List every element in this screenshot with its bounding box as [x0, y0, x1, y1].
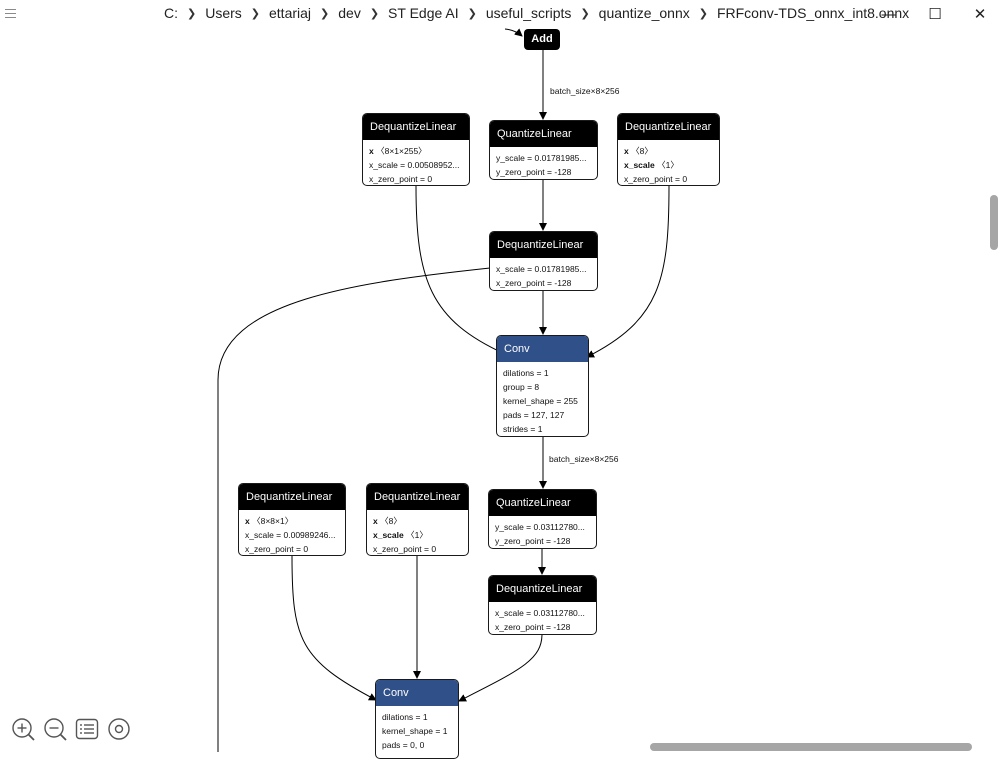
- node-attr-dilations: dilations = 1: [382, 712, 428, 722]
- target-icon[interactable]: [106, 716, 132, 742]
- node-dequantize-linear[interactable]: DequantizeLinear x 〈8〉 x_scale 〈1〉 x_zer…: [617, 113, 720, 186]
- node-attr-scale: x_scale = 0.03112780...: [495, 608, 585, 618]
- node-attr-scale: x_scale = 0.01781985...: [496, 264, 587, 274]
- node-attr-x: x 〈8×8×1〉: [245, 516, 294, 526]
- node-quantize-linear[interactable]: QuantizeLinear y_scale = 0.03112780... y…: [488, 489, 597, 549]
- zoom-in-icon[interactable]: [10, 716, 36, 742]
- node-dequantize-linear[interactable]: DequantizeLinear x_scale = 0.01781985...…: [489, 231, 598, 291]
- node-dequantize-linear[interactable]: DequantizeLinear x 〈8×1×255〉 x_scale = 0…: [362, 113, 470, 186]
- node-title: DequantizeLinear: [367, 484, 468, 510]
- node-attr-zero: x_zero_point = 0: [245, 544, 309, 554]
- node-conv[interactable]: Conv dilations = 1 group = 8 kernel_shap…: [496, 335, 589, 437]
- edge: [415, 185, 506, 355]
- node-title: DequantizeLinear: [618, 114, 719, 140]
- node-attr-scale: x_scale 〈1〉: [373, 530, 428, 540]
- minimize-button[interactable]: —: [881, 5, 897, 23]
- node-dequantize-linear[interactable]: DequantizeLinear x 〈8×8×1〉 x_scale = 0.0…: [238, 483, 346, 556]
- breadcrumb-item[interactable]: quantize_onnx: [598, 5, 690, 21]
- node-attr-x: x 〈8〉: [373, 516, 402, 526]
- node-attr-pads: pads = 127, 127: [503, 410, 565, 420]
- node-attr-zero: x_zero_point = 0: [373, 544, 437, 554]
- chevron-right-icon: ❯: [369, 8, 380, 20]
- zoom-toolbar: [10, 716, 132, 742]
- node-attr-zero: y_zero_point = -128: [496, 167, 572, 177]
- node-title: QuantizeLinear: [489, 490, 596, 516]
- horizontal-scrollbar[interactable]: [650, 743, 972, 751]
- title-bar: C: ❯ Users ❯ ettariaj ❯ dev ❯ ST Edge AI ❯ useful_…: [0, 0, 999, 28]
- edge: [458, 633, 543, 702]
- close-button[interactable]: ✕: [973, 6, 987, 23]
- node-attr-pads: pads = 0, 0: [382, 740, 425, 750]
- chevron-right-icon: ❯: [187, 8, 197, 20]
- breadcrumb-item[interactable]: ST Edge AI: [388, 5, 459, 21]
- node-attr-zero: x_zero_point = -128: [495, 622, 571, 632]
- breadcrumb-item[interactable]: dev: [338, 5, 361, 21]
- node-title: Conv: [497, 336, 588, 362]
- chevron-right-icon: ❯: [467, 8, 477, 20]
- menu-icon[interactable]: [5, 9, 16, 20]
- list-icon[interactable]: [74, 716, 100, 742]
- edge: [586, 185, 670, 358]
- node-title: DequantizeLinear: [363, 114, 469, 140]
- breadcrumb: C: ❯ Users ❯ ettariaj ❯ dev ❯ ST Edge AI ❯ useful_…: [164, 5, 909, 21]
- node-title: DequantizeLinear: [490, 232, 597, 258]
- maximize-button[interactable]: ☐: [928, 6, 942, 23]
- node-attr-x: x 〈8〉: [624, 146, 653, 156]
- edge-label: batch_size×8×256: [549, 454, 619, 464]
- node-title: DequantizeLinear: [239, 484, 345, 510]
- node-attr-scale: y_scale = 0.01781985...: [496, 153, 587, 163]
- node-title: QuantizeLinear: [490, 121, 597, 147]
- node-quantize-linear[interactable]: QuantizeLinear y_scale = 0.01781985... y…: [489, 120, 598, 180]
- node-attr-scale: x_scale = 0.00989246...: [245, 530, 336, 540]
- node-attr-zero: y_zero_point = -128: [495, 536, 571, 546]
- node-conv[interactable]: Conv dilations = 1 kernel_shape = 1 pads…: [375, 679, 459, 759]
- node-dequantize-linear[interactable]: DequantizeLinear x 〈8〉 x_scale 〈1〉 x_zer…: [366, 483, 469, 556]
- breadcrumb-item[interactable]: C:: [164, 5, 178, 21]
- breadcrumb-item[interactable]: useful_scripts: [485, 5, 572, 21]
- add-node[interactable]: Add: [524, 29, 560, 50]
- node-title: Conv: [376, 680, 458, 706]
- node-attr-scale: x_scale = 0.00508952...: [369, 160, 460, 170]
- chevron-right-icon: ❯: [250, 8, 260, 20]
- edge: [504, 28, 523, 37]
- node-attr-strides: strides = 1: [503, 424, 543, 434]
- chevron-right-icon: ❯: [320, 8, 330, 20]
- chevron-right-icon: ❯: [698, 8, 708, 20]
- breadcrumb-item[interactable]: Users: [205, 5, 242, 21]
- breadcrumb-item[interactable]: FRFconv-TDS_onnx_int8.onnx: [716, 5, 910, 21]
- zoom-out-icon[interactable]: [42, 716, 68, 742]
- node-attr-zero: x_zero_point = -128: [496, 278, 572, 288]
- chevron-right-icon: ❯: [580, 8, 590, 20]
- node-dequantize-linear[interactable]: DequantizeLinear x_scale = 0.03112780...…: [488, 575, 597, 635]
- node-attr-dilations: dilations = 1: [503, 368, 549, 378]
- node-attr-kernel: kernel_shape = 255: [503, 396, 578, 406]
- node-attr-x: x 〈8×1×255〉: [369, 146, 427, 156]
- node-attr-scale: x_scale 〈1〉: [624, 160, 679, 170]
- edge-label: batch_size×8×256: [550, 86, 620, 96]
- breadcrumb-item[interactable]: ettariaj: [269, 5, 312, 21]
- vertical-scrollbar[interactable]: [990, 195, 998, 250]
- node-attr-group: group = 8: [503, 382, 540, 392]
- node-attr-zero: x_zero_point = 0: [624, 174, 688, 184]
- edge: [291, 555, 377, 701]
- node-title: DequantizeLinear: [489, 576, 596, 602]
- node-attr-scale: y_scale = 0.03112780...: [495, 522, 585, 532]
- edge: [217, 267, 491, 752]
- node-attr-zero: x_zero_point = 0: [369, 174, 433, 184]
- node-attr-kernel: kernel_shape = 1: [382, 726, 448, 736]
